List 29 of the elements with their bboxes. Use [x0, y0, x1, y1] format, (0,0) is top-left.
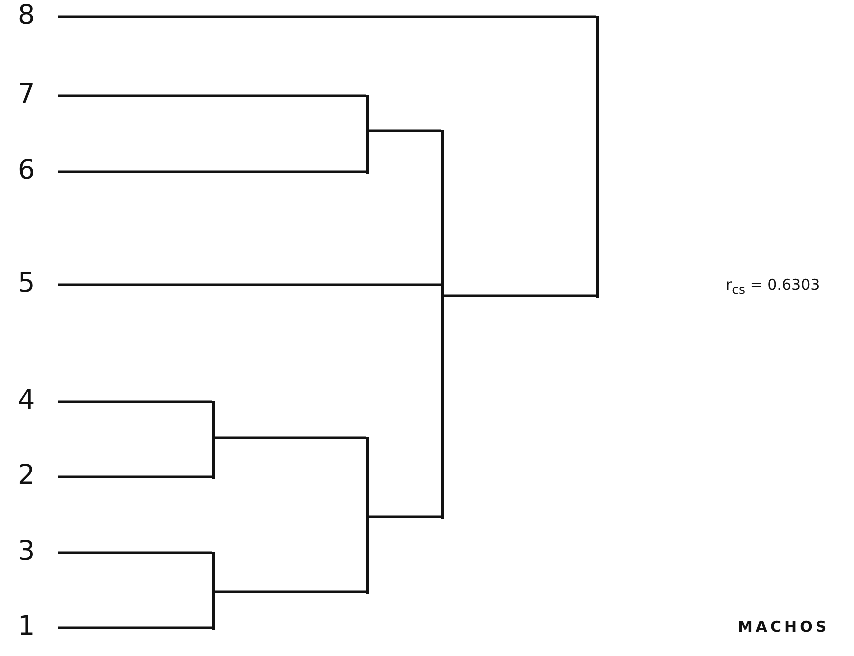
- dendrogram-branch: [58, 626, 212, 630]
- dendrogram-branch: [444, 294, 596, 298]
- dendrogram-branch: [369, 130, 441, 132]
- leaf-number: 4: [18, 385, 58, 417]
- dendrogram-branch: [58, 170, 366, 174]
- leaf-number: 1: [18, 611, 58, 643]
- dendrogram-branch: [58, 94, 366, 98]
- leaf-number: 5: [18, 268, 58, 300]
- dendrogram-branch: [215, 436, 366, 440]
- group-title: MACHOS: [738, 618, 830, 636]
- dendrogram-branch: [369, 516, 441, 518]
- coefficient-note: r$_{cs}$ = 0.6303: [726, 276, 820, 297]
- dendrogram-branch: [58, 552, 212, 554]
- leaf-number: 2: [18, 460, 58, 492]
- dendrogram-branch: [58, 16, 596, 18]
- leaf-number: 6: [18, 155, 58, 187]
- cluster-bar: [596, 16, 599, 298]
- leaf-number: 8: [18, 0, 58, 32]
- cluster-bar: [212, 400, 215, 478]
- cluster-bar: [212, 552, 215, 630]
- dendrogram-branch: [58, 476, 212, 478]
- leaf-number: 7: [18, 79, 58, 111]
- leaf-number: 3: [18, 536, 58, 568]
- cluster-bar: [366, 436, 369, 594]
- dendrogram-branch: [58, 400, 212, 404]
- dendrogram-branch: [215, 590, 366, 594]
- cluster-bar: [366, 94, 369, 174]
- cluster-bar: [441, 130, 444, 518]
- dendrogram-branch: [58, 284, 441, 286]
